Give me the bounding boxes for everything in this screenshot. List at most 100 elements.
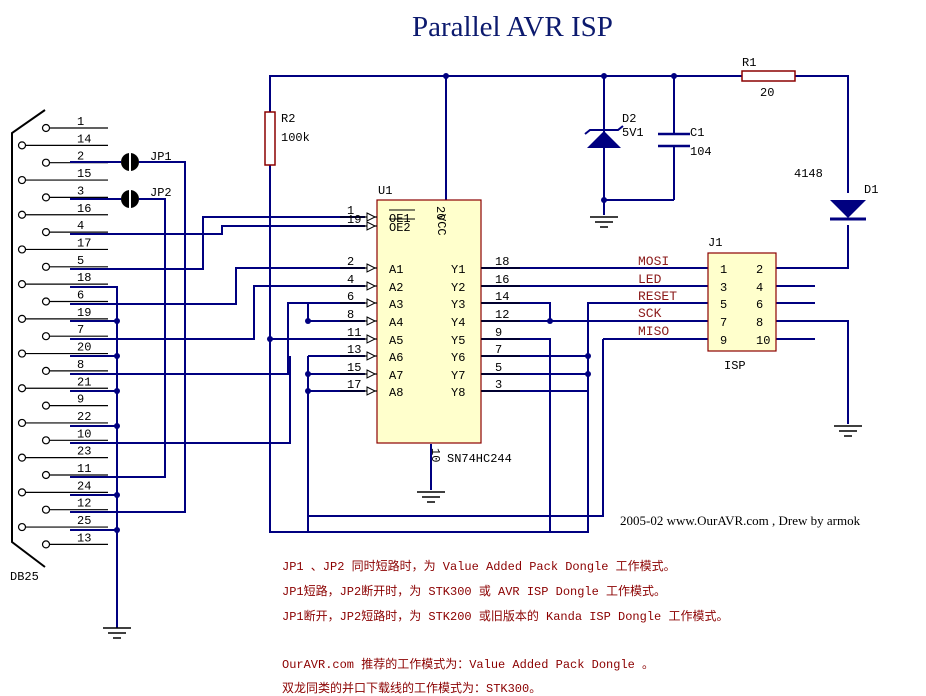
u1-left-pin-number: 4 [347, 273, 354, 287]
u1-left-pin-name: A3 [389, 298, 403, 312]
u1-vcc-label: VCC [434, 214, 448, 236]
j1-pin-number: 7 [720, 316, 727, 330]
db25-pin-number: 25 [77, 514, 91, 528]
u1-left-pin-name: A2 [389, 281, 403, 295]
u1-right-pin-number: 5 [495, 361, 502, 375]
db25-pin-number: 17 [77, 236, 91, 250]
u1-right-pin-number: 12 [495, 308, 509, 322]
db25-pin-number: 22 [77, 410, 91, 424]
u1-left-pin-name: A8 [389, 386, 403, 400]
db25-pin-hole [17, 141, 27, 150]
u1-right-pin-number: 7 [495, 343, 502, 357]
db25-pin-number: 12 [77, 497, 91, 511]
db25-connector: 1142153164175186197208219221023112412251… [10, 109, 108, 584]
d1-ref: D1 [864, 183, 878, 197]
c1-value: 104 [690, 145, 712, 159]
u1-input-arrow [366, 386, 377, 396]
net-label-led: LED [638, 272, 662, 287]
db25-pin-number: 3 [77, 184, 84, 198]
page-title: Parallel AVR ISP [412, 11, 613, 43]
u1-input-arrow [366, 263, 377, 273]
u1-right-pin-name: Y5 [451, 334, 465, 348]
net-label-miso: MISO [638, 324, 669, 339]
j1-pin-number: 9 [720, 334, 727, 348]
db25-pin-hole [41, 540, 51, 549]
db25-pin-number: 21 [77, 375, 91, 389]
u1-left-pin-number: 6 [347, 290, 354, 304]
db25-pin-hole [17, 488, 27, 497]
r1-ref: R1 [742, 56, 756, 70]
j1-pin-number: 4 [756, 281, 763, 295]
u1-left-pin-number: 13 [347, 343, 361, 357]
j1-pin-number: 10 [756, 334, 770, 348]
db25-pin-number: 14 [77, 132, 91, 146]
diode-d1: 4148 D1 [794, 167, 878, 221]
db25-pin-hole [41, 470, 51, 480]
j1-pin-number: 6 [756, 298, 763, 312]
db25-pin-number: 23 [77, 445, 91, 459]
db25-pin-number: 6 [77, 289, 84, 303]
db25-pin-hole [41, 262, 51, 271]
u1-right-pin-number: 9 [495, 326, 502, 340]
u1-right-pin-name: Y8 [451, 386, 465, 400]
ic-u1: U1 SN74HC244 20 VCC 10 1OE119OE22A14A26A… [340, 184, 520, 466]
j1-pin-number: 2 [756, 263, 763, 277]
db25-pin-hole [41, 366, 51, 375]
note-line-1: JP1 、JP2 同时短路时，为 Value Added Pack Dongle… [282, 558, 676, 574]
u1-right-pin-name: Y2 [451, 281, 465, 295]
jumper-jp1: JP1 [121, 150, 172, 172]
db25-pin-hole [41, 193, 51, 202]
db25-pin-hole [41, 158, 51, 167]
u1-input-arrow [366, 281, 377, 291]
db25-pin-number: 19 [77, 306, 91, 320]
u1-left-pin-number: 19 [347, 213, 361, 227]
db25-pin-number: 24 [77, 479, 91, 493]
u1-right-pin-name: Y4 [451, 316, 465, 330]
db25-pin-hole [41, 436, 51, 445]
db25-pin-number: 7 [77, 323, 84, 337]
u1-right-pin-name: Y1 [451, 263, 465, 277]
u1-ref: U1 [378, 184, 392, 198]
db25-pin-number: 16 [77, 202, 91, 216]
u1-right-pin-number: 16 [495, 273, 509, 287]
credit-text: 2005-02 www.OurAVR.com , Drew by armok [620, 513, 861, 528]
j1-pin-number: 3 [720, 281, 727, 295]
u1-input-arrow [366, 334, 377, 344]
u1-right-pin-name: Y3 [451, 298, 465, 312]
jp1-label: JP1 [150, 150, 172, 164]
r1-value: 20 [760, 86, 774, 100]
db25-pin-number: 5 [77, 254, 84, 268]
u1-right-pin-name: Y7 [451, 369, 465, 383]
u1-input-arrow [366, 316, 377, 326]
u1-input-arrow [366, 298, 377, 308]
db25-pin-hole [41, 505, 51, 514]
db25-pin-hole [17, 384, 27, 393]
c1-ref: C1 [690, 126, 704, 140]
db25-pin-number: 18 [77, 271, 91, 285]
db25-pin-hole [17, 210, 27, 219]
u1-left-pin-number: 15 [347, 361, 361, 375]
db25-pin-number: 15 [77, 167, 91, 181]
db25-pin-hole [17, 245, 27, 254]
db25-pin-hole [17, 418, 27, 428]
u1-right-pin-number: 3 [495, 378, 502, 392]
u1-left-pin-name: A7 [389, 369, 403, 383]
d1-value: 4148 [794, 167, 823, 181]
db25-pin-hole [41, 123, 51, 133]
db25-pin-number: 8 [77, 358, 84, 372]
u1-left-pin-number: 8 [347, 308, 354, 322]
db25-pin-hole [17, 522, 27, 532]
db25-pin-hole [17, 349, 27, 358]
u1-right-pin-number: 18 [495, 255, 509, 269]
u1-left-pin-name: A5 [389, 334, 403, 348]
db25-pin-number: 4 [77, 219, 84, 233]
d2-ref: D2 [622, 112, 636, 126]
db25-pin-hole [17, 175, 27, 185]
r2-value: 100k [281, 131, 310, 145]
u1-part: SN74HC244 [447, 452, 512, 466]
db25-pin-hole [17, 280, 27, 289]
u1-left-pin-name: OE2 [389, 221, 411, 235]
